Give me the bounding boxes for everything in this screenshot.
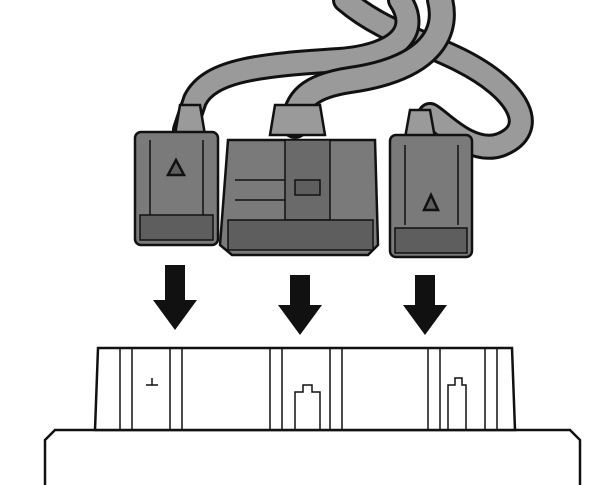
control-module	[43, 346, 582, 485]
arrow-right	[403, 275, 447, 335]
connector-left	[133, 103, 220, 247]
arrow-left	[153, 265, 197, 330]
connector-middle	[218, 103, 380, 257]
wire-harness	[172, 0, 534, 160]
connector-right	[388, 108, 474, 259]
arrow-middle	[278, 275, 322, 335]
